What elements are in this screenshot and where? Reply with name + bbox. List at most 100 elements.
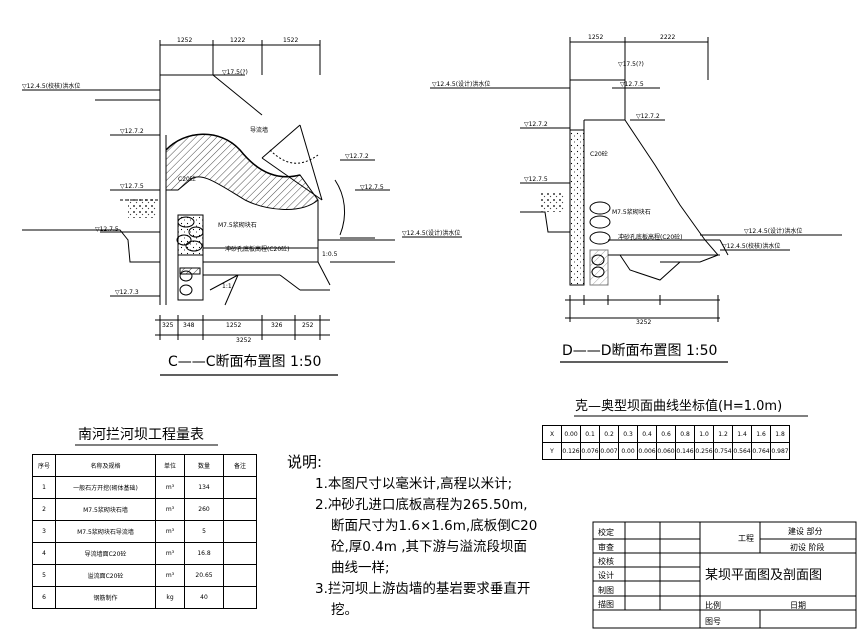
coord-y-cell: 0.126 [561, 442, 581, 460]
coord-y-cell: 0.00 [618, 442, 638, 460]
coord-x-cell: 1.4 [732, 425, 752, 443]
elev-dd-right: ▽12.4.5(设计)洪水位 [744, 228, 803, 235]
coord-y-cell: 0.764 [751, 442, 771, 460]
qty-cell: 导流墙面C20砼 [55, 542, 156, 565]
coord-x-cell: 0.6 [656, 425, 676, 443]
coord-x-cell: 0.2 [599, 425, 619, 443]
table-row: 5 溢流面C20砼 m³ 20.65 [32, 564, 257, 587]
qty-cell: 一般石方开挖(砌体基础) [55, 476, 156, 499]
qty-cell: M7.5浆砌块石墙 [55, 498, 156, 521]
coord-x-cell: 0.1 [580, 425, 600, 443]
qty-cell: m³ [155, 520, 185, 543]
coord-x-cell: 1.8 [770, 425, 790, 443]
table-row: 3 M7.5浆砌块石导流墙 m³ 5 [32, 520, 257, 543]
elev-dd-a: ▽12.7.2 [524, 121, 548, 128]
note-line: 挖。 [331, 602, 358, 618]
elev-dd-c: ▽12.7.5 [620, 81, 644, 88]
dim-cc-bottom-1: 325 [162, 322, 174, 329]
elev-dd-d: ▽12.7.2 [636, 113, 660, 120]
qty-header-cell: 序号 [32, 454, 56, 477]
note-line: 3.拦河坝上游齿墙的基岩要求垂直开 [315, 581, 531, 597]
label-cc-sand: 冲砂孔底板高程(C20砼) [225, 246, 290, 253]
qty-header-cell: 名称及规格 [55, 454, 156, 477]
label-dd-c20: C20砼 [590, 151, 608, 158]
dim-dd-top-1: 1252 [588, 34, 604, 41]
coord-y-cell: 0.256 [694, 442, 714, 460]
note-line: 断面尺寸为1.6×1.6m,底板倒C20 [331, 518, 538, 534]
qty-cell: 6 [32, 586, 56, 609]
tb-number: 图号 [705, 617, 721, 626]
tb-row-label: 校定 [598, 528, 614, 537]
coord-x-cell: 1.0 [694, 425, 714, 443]
qty-header-cell: 单位 [155, 454, 185, 477]
qty-cell: m³ [155, 498, 185, 521]
coord-table: X 0.00 0.1 0.2 0.3 0.4 0.6 0.8 1.0 1.2 1… [542, 425, 790, 460]
qty-cell: 260 [184, 498, 224, 521]
coord-x-cell: 0.8 [675, 425, 695, 443]
tb-drawing-title: 某坝平面图及剖面图 [705, 568, 823, 583]
label-dd-sand: 冲砂孔底板高程(C20砼) [618, 234, 683, 241]
dim-cc-bottom-2: 348 [183, 322, 195, 329]
elev-cc-d: ▽12.7.2 [345, 153, 369, 160]
table-row: 2 M7.5浆砌块石墙 m³ 260 [32, 498, 257, 521]
dim-dd-top-2: 2222 [660, 34, 676, 41]
coord-y-cell: 0.146 [675, 442, 695, 460]
qty-cell [223, 498, 257, 521]
coord-y-cell: 0.754 [713, 442, 733, 460]
coord-row-x: X 0.00 0.1 0.2 0.3 0.4 0.6 0.8 1.0 1.2 1… [542, 425, 790, 443]
qty-header-cell: 数量 [184, 454, 224, 477]
label-cc-c20: C20砼 [178, 176, 196, 183]
tb-scale: 比例 [705, 601, 721, 610]
section-cc-title: C——C断面布置图 1:50 [168, 354, 322, 370]
qty-cell: 40 [184, 586, 224, 609]
notes-heading: 说明: [287, 453, 323, 471]
tb-stage: 初设 阶段 [790, 543, 825, 552]
dim-cc-bottom-5: 252 [302, 322, 314, 329]
qty-cell [223, 564, 257, 587]
qty-cell: 钢筋制作 [55, 586, 156, 609]
elev-cc-right: ▽12.4.5(设计)洪水位 [402, 230, 461, 237]
elev-cc-left-top: ▽12.4.5(校核)洪水位 [22, 83, 81, 90]
elev-cc-a: ▽12.7.2 [120, 128, 144, 135]
coord-x-cell: 0.3 [618, 425, 638, 443]
tb-date: 日期 [790, 601, 806, 610]
coord-x-cell: 1.2 [713, 425, 733, 443]
elev-cc-top: ▽17.5(?) [222, 69, 248, 76]
coord-x-cell: 0.4 [637, 425, 657, 443]
elev-dd-right2: ▽12.4.5(校核)洪水位 [722, 243, 781, 250]
title-block-frame [592, 521, 857, 629]
tb-row-label: 设计 [598, 571, 614, 580]
dim-cc-top-2: 1222 [230, 37, 246, 44]
qty-cell [223, 542, 257, 565]
elev-cc-e: ▽12.7.5 [360, 184, 384, 191]
note-line: 砼,厚0.4m ,其下游与溢流段坝面 [331, 539, 527, 555]
quantity-table-title: 南河拦河坝工程量表 [78, 427, 204, 443]
tb-row-label: 制图 [598, 586, 614, 595]
note-line: 2.冲砂孔进口底板高程为265.50m, [315, 497, 528, 513]
qty-cell: kg [155, 586, 185, 609]
coord-x-label: X [542, 425, 562, 443]
section-dd-title: D——D断面布置图 1:50 [562, 343, 718, 359]
table-row: 6 钢筋制作 kg 40 [32, 586, 257, 609]
qty-cell [223, 476, 257, 499]
coord-y-cell: 0.076 [580, 442, 600, 460]
elev-dd-top: ▽17.5(?) [618, 61, 644, 68]
elev-dd-b: ▽12.7.5 [524, 176, 548, 183]
elev-cc-bottom: ▽12.7.3 [115, 289, 139, 296]
coord-row-y: Y 0.126 0.076 0.007 0.00 0.006 0.060 0.1… [542, 442, 790, 460]
elev-dd-left-top: ▽12.4.5(设计)洪水位 [432, 81, 491, 88]
quantity-header-row: 序号 名称及规格 单位 数量 备注 [32, 454, 257, 477]
qty-cell: 5 [32, 564, 56, 587]
notes-block: 说明: 1.本图尺寸以毫米计,高程以米计; 2.冲砂孔进口底板高程为265.50… [287, 452, 537, 621]
qty-cell: 4 [32, 542, 56, 565]
qty-cell [223, 520, 257, 543]
qty-cell: m³ [155, 564, 185, 587]
dim-cc-total: 3252 [236, 337, 252, 344]
dim-cc-bottom-3: 1252 [226, 322, 242, 329]
qty-cell: 3 [32, 520, 56, 543]
table-row: 1 一般石方开挖(砌体基础) m³ 134 [32, 476, 257, 499]
qty-cell: 20.65 [184, 564, 224, 587]
tb-project: 工程 [738, 534, 754, 543]
note-line: 曲线一样; [331, 560, 390, 576]
elev-cc-b: ▽12.7.5 [120, 183, 144, 190]
